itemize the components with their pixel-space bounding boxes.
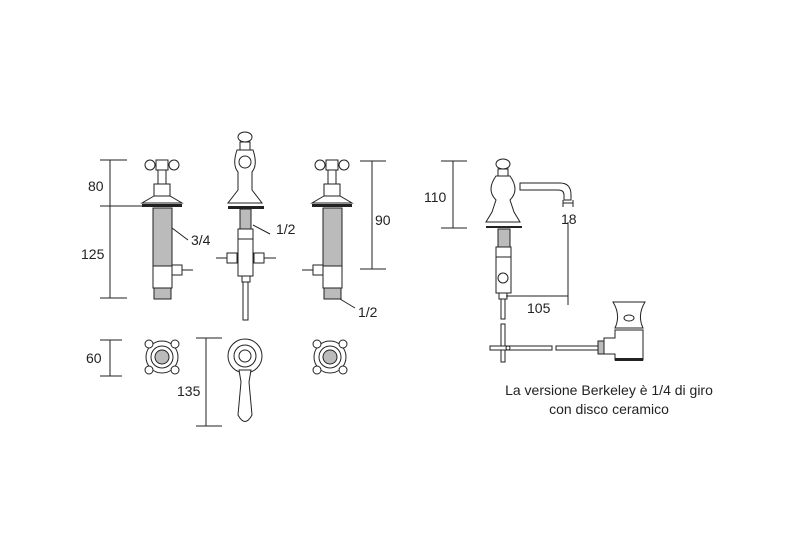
lever-top: [227, 338, 263, 422]
dim-80: 80: [88, 178, 104, 194]
left-valve-front: [140, 159, 193, 300]
dim-3-4: 3/4: [191, 232, 211, 248]
spout-side: [485, 158, 646, 363]
right-valve-front: [302, 159, 356, 309]
dim-90: 90: [375, 212, 391, 228]
dimension-side: [441, 160, 574, 305]
right-rosette-top: [312, 339, 348, 375]
caption-line-1: La versione Berkeley è 1/4 di giro: [505, 382, 713, 398]
dim-spout-1-2: 1/2: [276, 221, 296, 237]
dim-105: 105: [527, 300, 551, 316]
dim-135: 135: [177, 383, 201, 399]
dimension-right: [360, 160, 386, 270]
dim-110: 110: [424, 189, 447, 205]
dimension-left: [100, 159, 189, 299]
dim-18: 18: [561, 211, 577, 227]
dim-60: 60: [86, 350, 102, 366]
dim-125: 125: [81, 246, 105, 262]
dimension-bottom: [100, 337, 222, 427]
caption-line-2: con disco ceramico: [549, 401, 669, 417]
spout-front: [216, 131, 276, 321]
left-rosette-top: [144, 339, 180, 375]
dim-right-1-2: 1/2: [358, 304, 378, 320]
